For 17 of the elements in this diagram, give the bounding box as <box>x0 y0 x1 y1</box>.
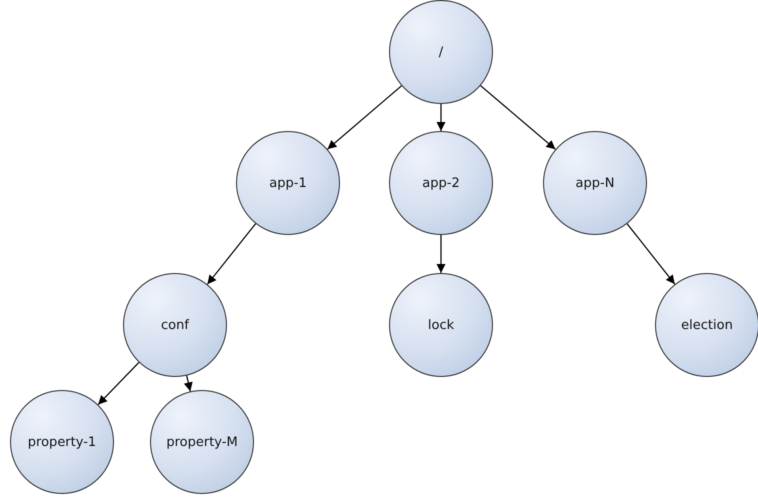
node-label: election <box>681 318 733 332</box>
node-label: / <box>438 44 444 60</box>
node-label: app-N <box>576 176 614 190</box>
arrow <box>436 104 446 131</box>
node-label: lock <box>428 318 454 332</box>
node-label: property-1 <box>28 434 96 450</box>
arrow <box>184 376 193 392</box>
node-label: conf <box>161 318 189 332</box>
node-label: app-2 <box>422 176 460 190</box>
node-label: app-1 <box>269 176 307 190</box>
arrow <box>626 223 676 285</box>
arrow <box>436 235 446 273</box>
node-label: property-M <box>166 434 238 450</box>
arrow <box>206 223 256 285</box>
arrow <box>98 362 140 406</box>
arrow <box>480 85 556 150</box>
arrow <box>327 85 402 150</box>
